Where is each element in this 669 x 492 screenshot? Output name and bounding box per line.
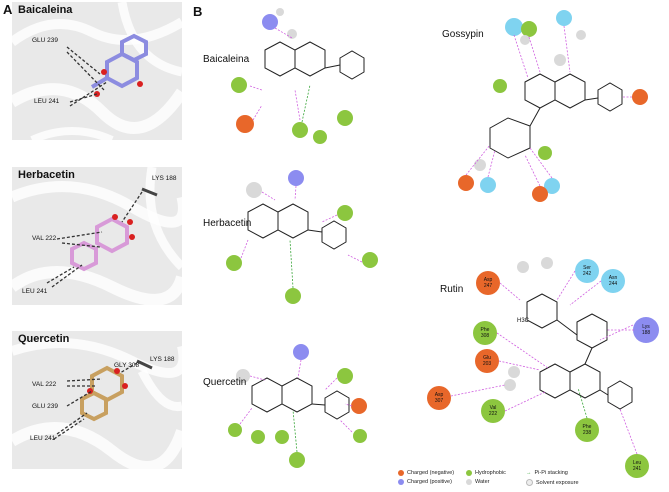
legend-swatch: [398, 479, 404, 485]
legend-water: Water: [466, 479, 489, 485]
docking-title: Baicaleina: [18, 4, 73, 16]
arrow-icon: →: [526, 470, 532, 476]
panel-letter-b: B: [193, 4, 203, 19]
legend-charged-negative: Charged (negative): [398, 470, 454, 476]
ligand-title-baicaleina: Baicaleina: [203, 54, 250, 65]
legend-swatch: [526, 479, 533, 486]
residue-label: GLY 308: [114, 362, 140, 369]
residue-label: LEU 241: [22, 288, 48, 295]
residue-label: LEU 241: [30, 435, 56, 442]
ligand-title-herbacetin: Herbacetin: [203, 218, 252, 229]
legend-pipi: →Pi-Pi stacking: [526, 470, 568, 476]
ligand-title-quercetin: Quercetin: [203, 377, 247, 388]
panel-letter-a: A: [3, 2, 13, 17]
residue-label: GLU 239: [32, 403, 59, 410]
residue-label: LYS 188: [152, 175, 177, 182]
ligand-title-gossypin: Gossypin: [442, 29, 484, 40]
rutin-methyl-label: H3C: [517, 318, 530, 324]
residue-label: LYS 188: [150, 356, 175, 363]
legend-swatch: [466, 479, 472, 485]
legend-swatch: [398, 470, 404, 476]
residue-label: VAL 222: [32, 381, 57, 388]
docking-title: Herbacetin: [18, 169, 75, 181]
legend-swatch: [466, 470, 472, 476]
docking-title: Quercetin: [18, 333, 70, 345]
legend-hydrophobic: Hydrophobic: [466, 470, 506, 476]
residue-label: LEU 241: [34, 98, 60, 105]
residue-label: GLU 239: [32, 37, 59, 44]
legend-solvent: Solvent exposure: [526, 479, 579, 486]
legend-charged-positive: Charged (positive): [398, 479, 452, 485]
residue-label: VAL 222: [32, 235, 57, 242]
docking-image-baicaleina: Baicaleina GLU 239 LEU 241: [12, 2, 182, 140]
docking-image-quercetin: Quercetin LYS 188 GLY 308 VAL 222 GLU 23…: [12, 331, 182, 469]
ligand-title-rutin: Rutin: [440, 284, 464, 295]
docking-image-herbacetin: Herbacetin LYS 188 VAL 222 LEU 241: [12, 167, 182, 305]
